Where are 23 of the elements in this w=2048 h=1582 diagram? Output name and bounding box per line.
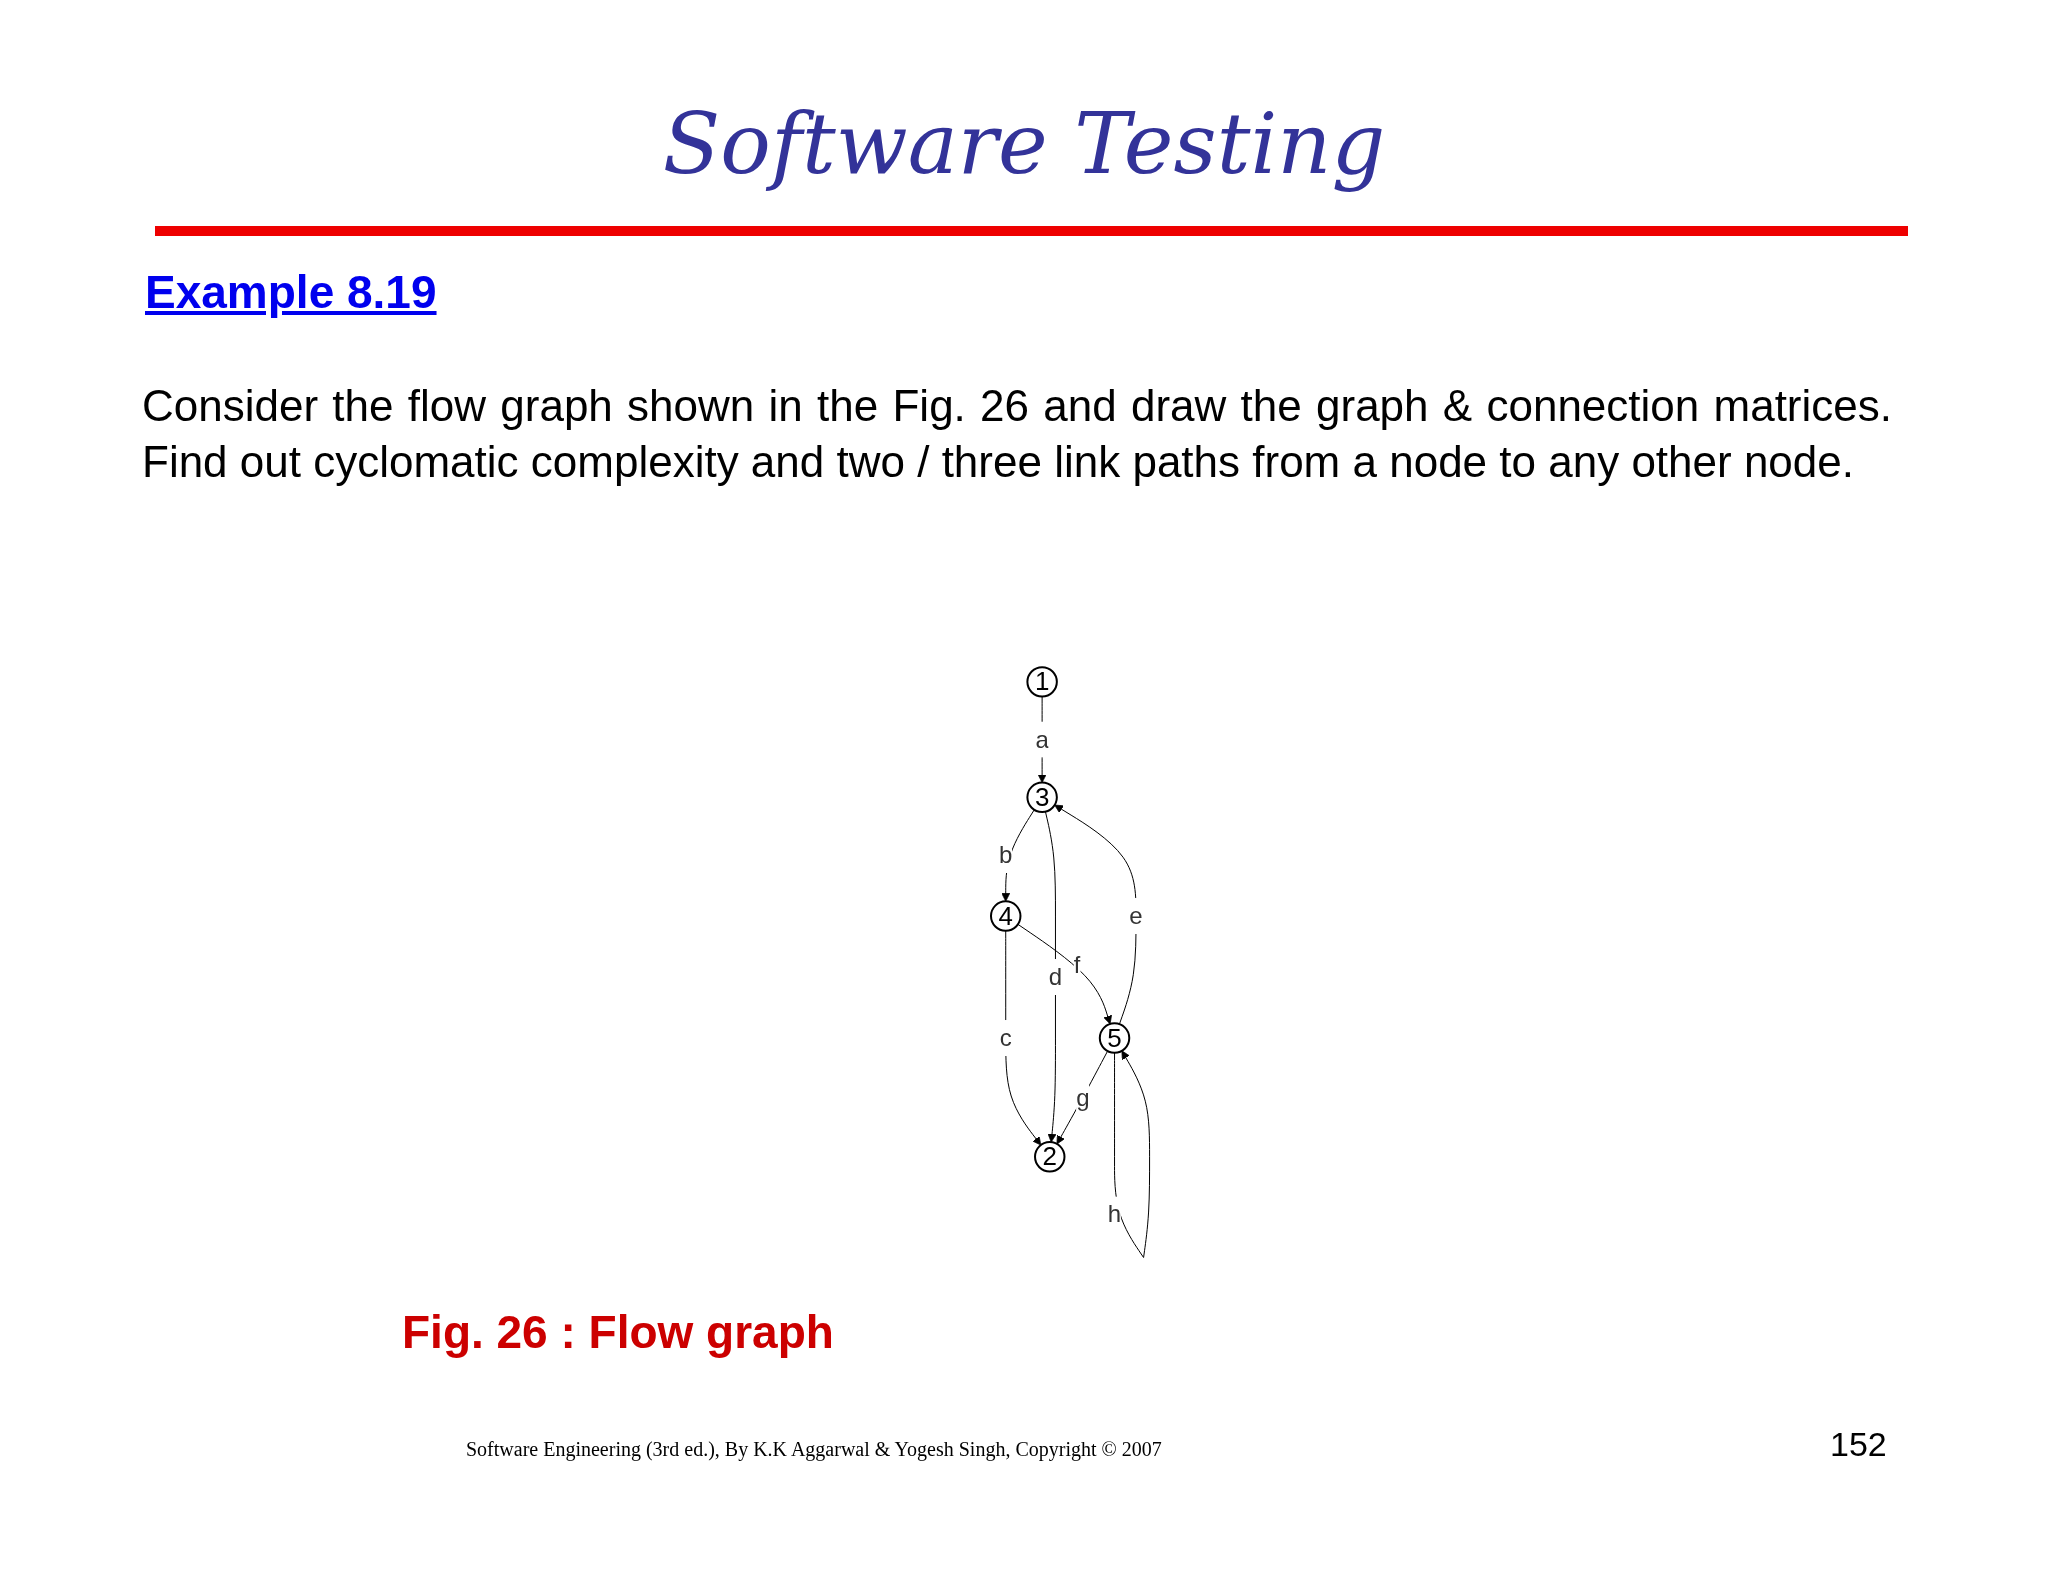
node-circle: 1: [1026, 666, 1058, 698]
edge-label: a: [1035, 725, 1049, 753]
node-circle: 2: [1033, 1141, 1066, 1173]
arrow: [1017, 923, 1112, 1025]
edge-label: h: [1107, 1200, 1121, 1228]
node-circle: 5: [1098, 1022, 1130, 1054]
node-circle: 4: [989, 900, 1022, 932]
footer-citation: Software Engineering (3rd ed.), By K.K Aggarwal & Yogesh Singh, Copyright © 2007: [466, 1438, 1162, 1461]
arrow: [1054, 804, 1137, 1025]
figure-caption: Fig. 26 : Flow graph: [402, 1305, 834, 1359]
edge-label: b: [998, 841, 1013, 869]
arrow: [1056, 1050, 1108, 1145]
node-circle: 3: [1026, 781, 1058, 814]
edge-label: d: [1048, 963, 1062, 991]
edge-label: c: [999, 1024, 1012, 1052]
edge-label: g: [1075, 1083, 1090, 1111]
problem-paragraph: Consider the flow graph shown in the Fig. 26 and draw the graph & connection matrices. Find out cyclomatic complexity and two / three link paths from a node to any other node.: [142, 380, 1892, 488]
edge-label: e: [1129, 902, 1143, 930]
page-number: 152: [1830, 1425, 1887, 1464]
edge-label: f: [1073, 950, 1080, 978]
example-heading: Example 8.19: [145, 265, 437, 319]
arrow: [1044, 811, 1057, 1143]
slide-title: Software Testing: [661, 95, 1387, 193]
